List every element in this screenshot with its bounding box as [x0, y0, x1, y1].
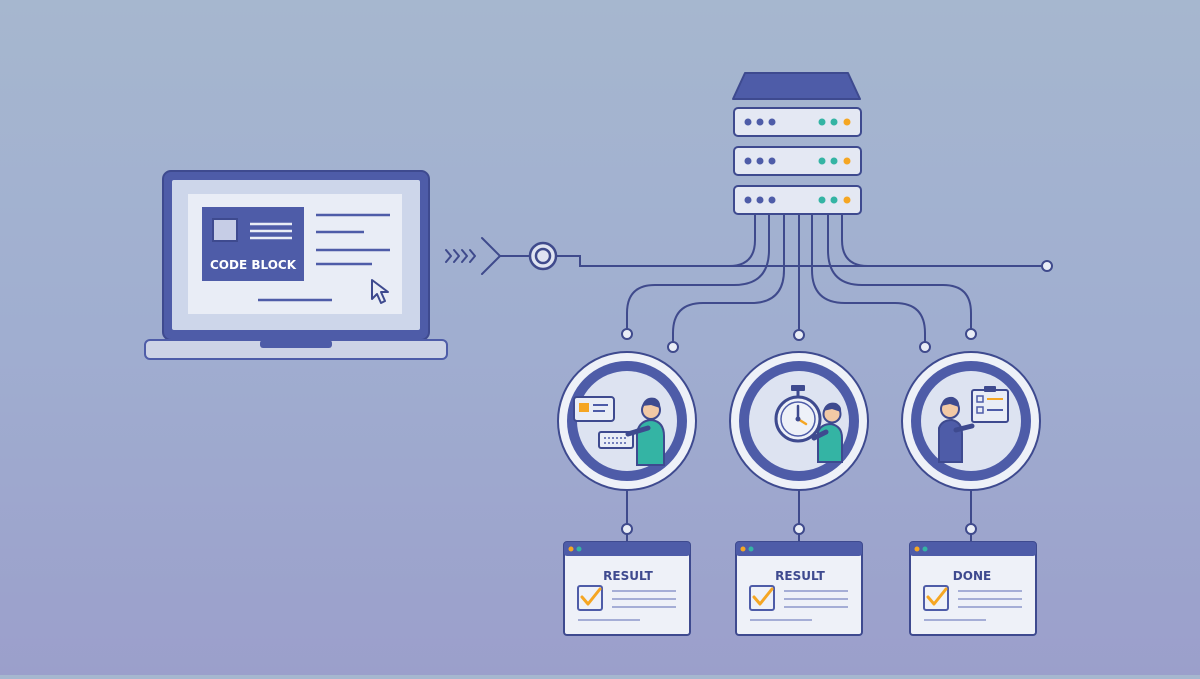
server-unit	[733, 146, 862, 176]
person-checklist-icon	[901, 351, 1041, 491]
server-rack-icon	[732, 72, 862, 215]
result-connector-lines	[621, 490, 977, 542]
fan-out-lines	[626, 214, 972, 343]
laptop-notch	[260, 340, 332, 348]
connector-to-server-line	[556, 255, 1045, 267]
input-flow-arrows	[445, 237, 501, 275]
stopwatch-person-icon	[729, 351, 869, 491]
result-card-title: RESULT	[603, 569, 653, 583]
junction-dots	[621, 328, 977, 353]
connector-node-icon	[528, 241, 558, 271]
result-card: DONE	[909, 541, 1037, 636]
thumbnail-icon	[212, 218, 238, 242]
result-card: RESULT	[563, 541, 691, 636]
server-unit	[733, 107, 862, 137]
server-unit	[733, 185, 862, 215]
result-card-title: RESULT	[775, 569, 825, 583]
person-typing-icon	[557, 351, 697, 491]
result-card-title: DONE	[953, 569, 991, 583]
laptop: CODE BLOCK	[144, 170, 448, 360]
output-endpoint-dot	[1041, 260, 1053, 272]
code-block-label: CODE BLOCK	[210, 258, 297, 272]
cursor-arrow-icon	[371, 279, 389, 304]
code-block-card: CODE BLOCK	[202, 207, 304, 281]
result-card: RESULT	[735, 541, 863, 636]
